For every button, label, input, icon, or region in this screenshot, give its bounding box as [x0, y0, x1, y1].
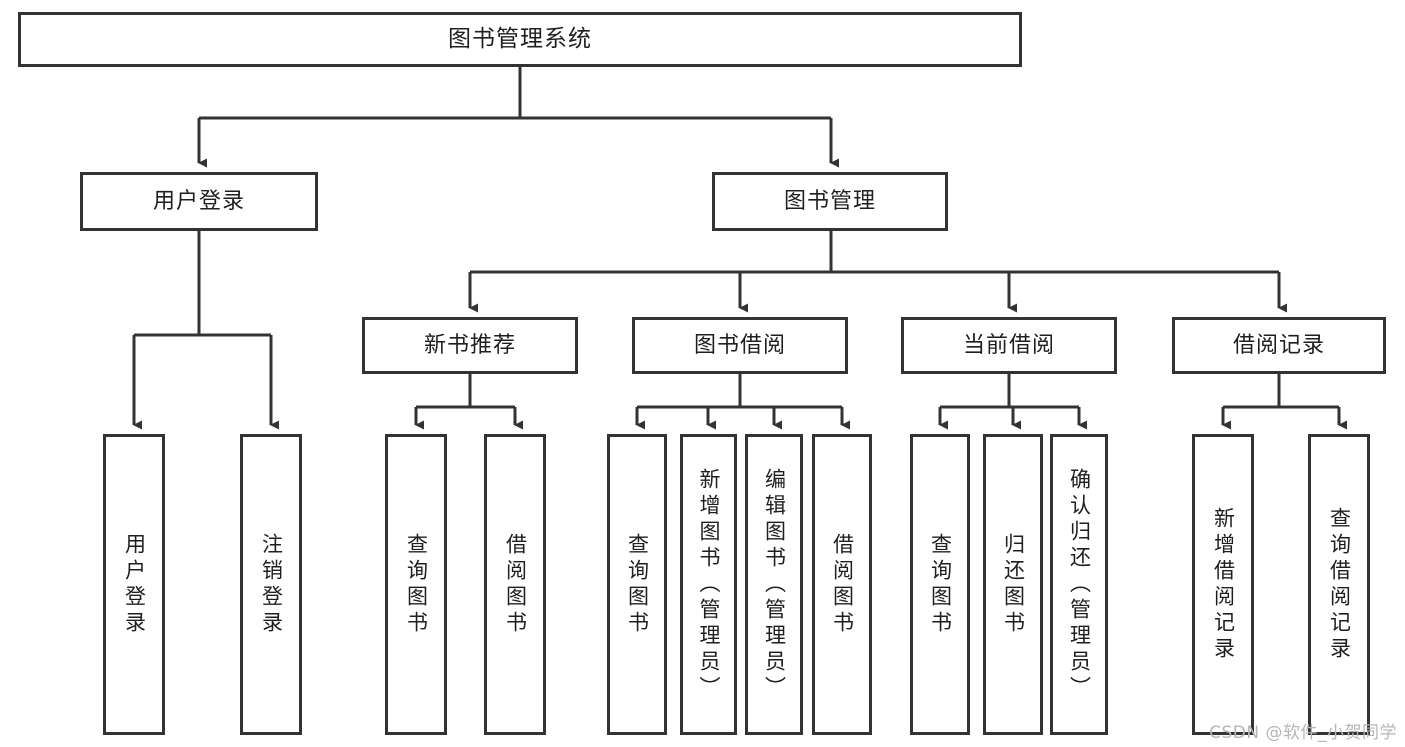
leaf-node[interactable]: 借阅图书	[484, 434, 546, 735]
leaf-node-label: 查询图书	[625, 532, 650, 637]
leaf-node-label: 用户登录	[122, 532, 147, 637]
leaf-node[interactable]: 新增借阅记录	[1192, 434, 1254, 735]
leaf-node-label: 确认归还（管理员）	[1067, 467, 1092, 702]
node-borrow-record[interactable]: 借阅记录	[1172, 317, 1386, 374]
leaf-node[interactable]: 注销登录	[240, 434, 302, 735]
leaf-node-label: 注销登录	[259, 532, 284, 637]
leaf-node[interactable]: 确认归还（管理员）	[1050, 434, 1108, 735]
leaf-node-label: 新增图书（管理员）	[697, 467, 721, 702]
node-book-borrow-label: 图书借阅	[693, 332, 786, 358]
node-book-management-label: 图书管理	[783, 188, 876, 214]
leaf-node-label: 查询借阅记录	[1327, 506, 1352, 663]
leaf-node-label: 查询图书	[928, 532, 953, 637]
node-borrow-record-label: 借阅记录	[1232, 332, 1325, 358]
leaf-node-label: 借阅图书	[830, 532, 855, 637]
node-root-label: 图书管理系统	[448, 25, 592, 52]
leaf-node[interactable]: 编辑图书（管理员）	[745, 434, 803, 735]
node-current-borrow[interactable]: 当前借阅	[901, 317, 1117, 374]
leaf-node[interactable]: 查询借阅记录	[1308, 434, 1370, 735]
leaf-node[interactable]: 查询图书	[910, 434, 970, 735]
node-book-management[interactable]: 图书管理	[712, 172, 948, 231]
leaf-node[interactable]: 用户登录	[103, 434, 165, 735]
node-root[interactable]: 图书管理系统	[18, 12, 1022, 67]
leaf-node-label: 编辑图书（管理员）	[762, 467, 787, 702]
leaf-node[interactable]: 查询图书	[385, 434, 447, 735]
node-new-book-recommend[interactable]: 新书推荐	[362, 317, 578, 374]
leaf-node[interactable]: 归还图书	[983, 434, 1043, 735]
leaf-node-label: 查询图书	[404, 532, 429, 637]
node-current-borrow-label: 当前借阅	[962, 332, 1055, 358]
leaf-node[interactable]: 借阅图书	[812, 434, 872, 735]
leaf-node[interactable]: 查询图书	[607, 434, 667, 735]
leaf-node-label: 新增借阅记录	[1211, 506, 1236, 663]
node-new-book-recommend-label: 新书推荐	[423, 332, 516, 358]
leaf-node-label: 借阅图书	[503, 532, 528, 637]
leaf-node[interactable]: 新增图书（管理员）	[680, 434, 737, 735]
node-user-login[interactable]: 用户登录	[80, 172, 318, 231]
node-user-login-label: 用户登录	[152, 188, 245, 214]
node-book-borrow[interactable]: 图书借阅	[632, 317, 848, 374]
leaf-node-label: 归还图书	[1001, 532, 1026, 637]
